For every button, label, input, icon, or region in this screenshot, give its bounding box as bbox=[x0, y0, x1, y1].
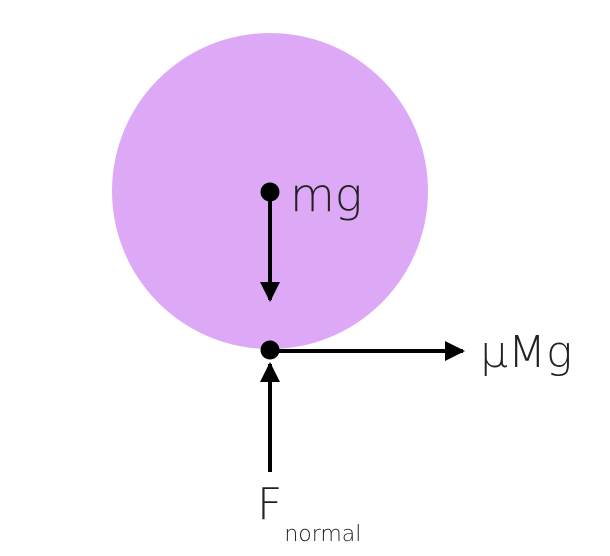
friction-force-label: μMg bbox=[480, 327, 573, 378]
gravity-force-label: mg bbox=[290, 168, 363, 222]
center-of-mass-point bbox=[260, 182, 280, 202]
normal-force-label: Fnormal bbox=[257, 483, 361, 546]
normal-force-subscript: normal bbox=[284, 522, 362, 547]
normal-force-symbol: F bbox=[257, 479, 283, 530]
contact-point bbox=[260, 340, 280, 360]
